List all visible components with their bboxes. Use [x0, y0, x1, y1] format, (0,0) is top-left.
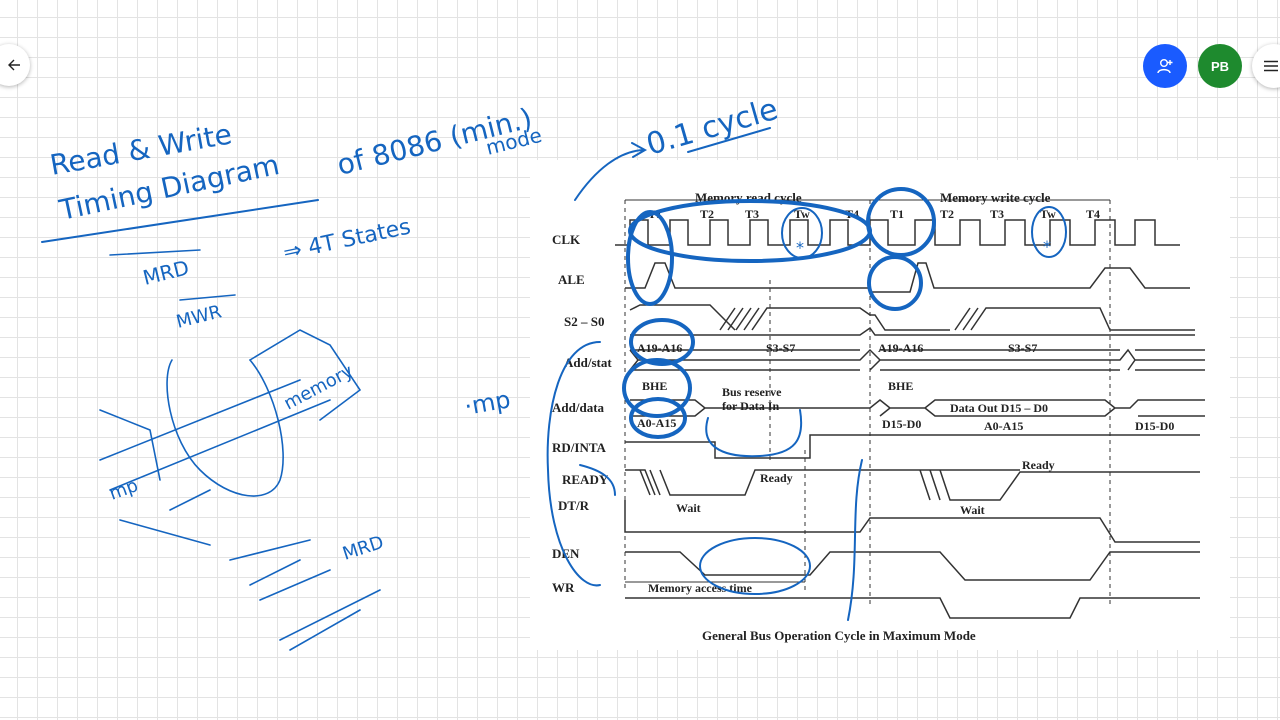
state-label: T4 — [845, 207, 859, 221]
add-person-icon — [1157, 59, 1173, 74]
ink-cycle-note: 0.1 cycle — [643, 92, 782, 163]
addr-lo-read-label: A0-A15 — [637, 416, 676, 430]
wait-read-label: Wait — [676, 501, 701, 515]
ready-read-label: Ready — [760, 471, 793, 485]
signal-label-ale: ALE — [558, 272, 585, 287]
ink-title-part2: of 8086 (min.) — [334, 101, 536, 181]
signal-label-dt-r: DT/R — [558, 498, 590, 513]
ink-title-line1: Read & Write — [47, 117, 234, 181]
state-label: T2 — [700, 207, 714, 221]
data-write-label: D15-D0 — [882, 417, 921, 431]
ink-t-states-note: ⇒ 4T States — [281, 214, 413, 265]
write-cycle-label: Memory write cycle — [940, 190, 1051, 205]
state-label: T2 — [940, 207, 954, 221]
addr-hi-read-label: A19-A16 — [637, 341, 682, 355]
read-cycle-label: Memory read cycle — [695, 190, 802, 205]
ink-title-part3: mode — [483, 123, 544, 160]
signal-label-rd-inta: RD/INTA — [552, 440, 607, 455]
ink-memory: memory — [280, 360, 357, 414]
state-label: T1 — [648, 207, 662, 221]
state-label: T3 — [745, 207, 759, 221]
state-label: T3 — [990, 207, 1004, 221]
addr-lo-write-label: A0-A15 — [984, 419, 1023, 433]
bhe-write-label: BHE — [888, 379, 913, 393]
bus-reserve-label-2: for Data In — [722, 399, 779, 413]
hamburger-icon — [1264, 60, 1278, 72]
signal-label-ready: READY — [562, 472, 609, 487]
ready-write-label: Ready — [1022, 458, 1055, 472]
ink-mwr: MWR — [174, 301, 224, 332]
access-time-label: Memory access time — [648, 581, 753, 595]
timing-diagram-image: CLK ALE S2 – S0 Add/stat Add/data RD/INT… — [530, 160, 1230, 650]
menu-button[interactable] — [1252, 44, 1280, 88]
signal-label-den: DEN — [552, 546, 580, 561]
add-person-button[interactable] — [1143, 44, 1187, 88]
wait-write-label: Wait — [960, 503, 985, 517]
diagram-caption: General Bus Operation Cycle in Maximum M… — [702, 628, 976, 643]
state-label: Tw — [794, 207, 810, 221]
signal-label-wr: WR — [552, 580, 575, 595]
ink-mrd: MRD — [140, 255, 191, 290]
ink-title-line2: Timing Diagram — [56, 148, 283, 227]
status-write-label: S3-S7 — [1008, 341, 1037, 355]
state-label: T1 — [890, 207, 904, 221]
data-end-label: D15-D0 — [1135, 419, 1174, 433]
addr-hi-write-label: A19-A16 — [878, 341, 923, 355]
data-out-label: Data Out D15 – D0 — [950, 401, 1048, 415]
signal-label-add-stat: Add/stat — [564, 355, 612, 370]
signal-label-clk: CLK — [552, 232, 581, 247]
status-read-label: S3-S7 — [766, 341, 795, 355]
state-label: T4 — [1086, 207, 1100, 221]
bhe-read-label: BHE — [642, 379, 667, 393]
signal-label-add-data: Add/data — [552, 400, 605, 415]
ink-mp-side: ·mp — [462, 385, 512, 421]
bus-reserve-label: Bus reserve — [722, 385, 782, 399]
arrow-left-icon — [8, 59, 20, 71]
user-avatar[interactable]: PB — [1198, 44, 1242, 88]
ink-mp-small: mp — [107, 475, 141, 505]
state-label: Tw — [1040, 207, 1056, 221]
timing-diagram: CLK ALE S2 – S0 Add/stat Add/data RD/INT… — [552, 190, 1205, 643]
avatar-initials: PB — [1210, 58, 1230, 74]
ink-mrd-bottom: MRD — [340, 532, 386, 565]
signal-label-s2-s0: S2 – S0 — [564, 314, 604, 329]
back-button[interactable] — [0, 44, 30, 86]
